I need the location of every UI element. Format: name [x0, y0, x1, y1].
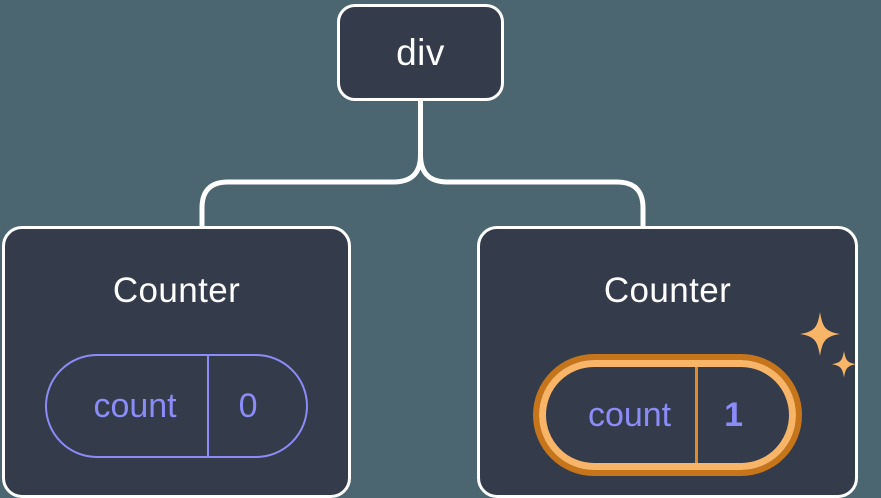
connector-branch-right [418, 152, 646, 231]
sparkle-large-icon [800, 312, 841, 356]
node-div[interactable]: div [337, 4, 504, 101]
state-pill-wrapper-right: count 1 [532, 312, 857, 476]
node-counter-right[interactable]: Counter count 1 [477, 226, 858, 498]
state-key-left: count [47, 356, 209, 456]
state-pill-highlight-ring: count 1 [532, 354, 803, 476]
sparkle-small-icon [832, 351, 857, 378]
state-pill-left[interactable]: count 0 [45, 354, 308, 458]
node-counter-left[interactable]: Counter count 0 [2, 226, 351, 498]
state-pill-right[interactable]: count 1 [538, 360, 797, 470]
state-value-left: 0 [238, 387, 258, 425]
sparkles-group [800, 312, 857, 378]
state-key-right: count [546, 367, 699, 463]
connector-branch-left [199, 152, 423, 231]
node-counter-left-label: Counter [112, 271, 241, 310]
state-value-right: 1 [724, 396, 744, 434]
state-pill-wrapper-left: count 0 [45, 354, 308, 458]
node-div-label: div [396, 32, 445, 73]
node-counter-right-label: Counter [603, 271, 732, 310]
